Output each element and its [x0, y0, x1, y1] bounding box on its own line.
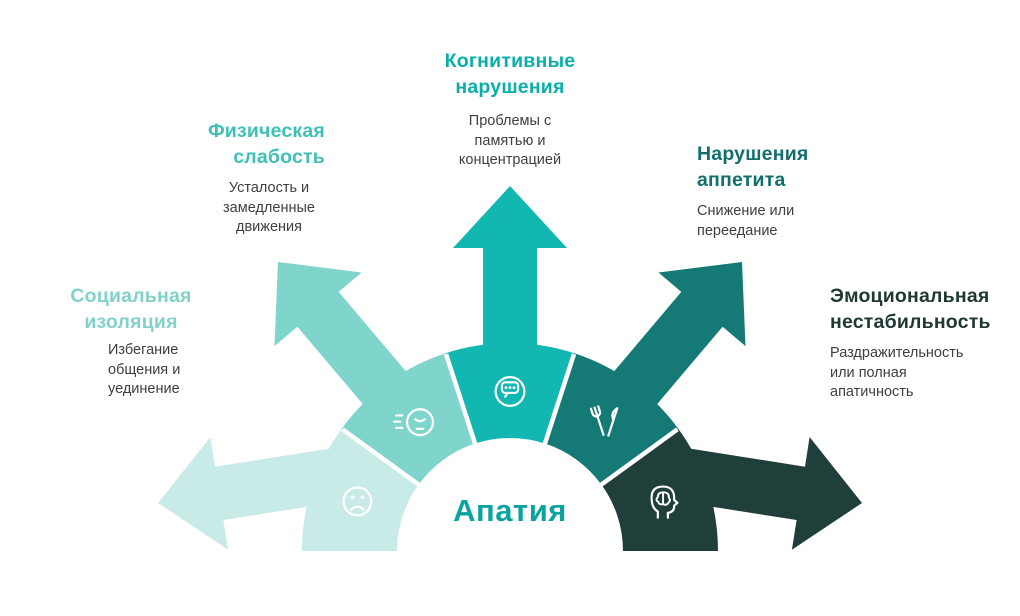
arrow-emotional-instability	[655, 437, 862, 550]
body-cognitive-impairment: Проблемы с памятью и концентрацией	[458, 113, 562, 168]
divider-layer	[341, 353, 679, 489]
arrow-social-isolation	[158, 437, 365, 550]
heading-emotional-instability: Эмоциональная нестабильность	[830, 285, 991, 333]
segment-emotional-instability	[601, 428, 719, 551]
body-social-isolation: Избегание общения и уединение	[108, 342, 181, 397]
segment-divider	[341, 427, 423, 489]
body-appetite-disturbance: Снижение или переедание	[697, 203, 795, 239]
segment-divider	[443, 353, 479, 448]
segment-divider	[597, 427, 679, 489]
heading-cognitive-impairment: Когнитивные нарушения	[444, 50, 576, 98]
segment-divider	[541, 353, 577, 448]
body-emotional-instability: Раздражительность или полная апатичность	[830, 345, 964, 400]
diagram-center-title: Апатия	[453, 493, 567, 528]
segment-social-isolation	[302, 428, 419, 551]
arrow-cognitive-impairment	[453, 186, 567, 381]
heading-social-isolation: Социальная изоляция	[70, 285, 192, 333]
heading-appetite-disturbance: Нарушения аппетита	[697, 143, 809, 191]
heading-physical-weakness: Физическая слабость	[207, 120, 325, 168]
body-physical-weakness: Усталость и замедленные движения	[223, 180, 315, 235]
